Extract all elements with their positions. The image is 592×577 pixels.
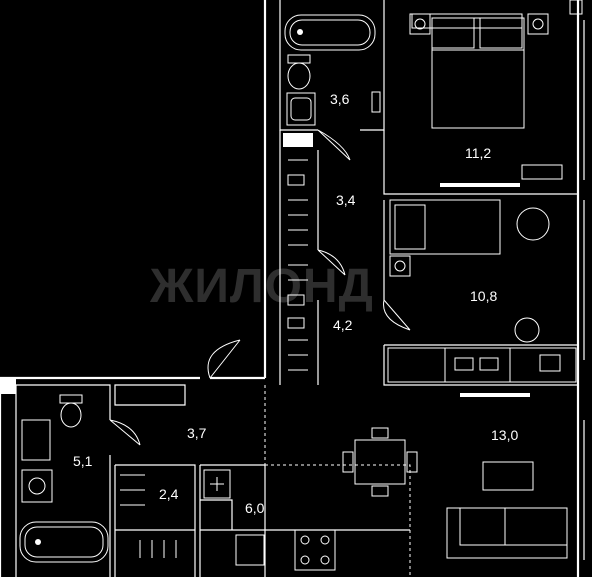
desk-icon: [387, 347, 577, 383]
room-label-kitchen: 6,0: [245, 500, 265, 516]
column-left: [0, 378, 16, 394]
door-entrance: [207, 339, 241, 379]
storage-hangers: [120, 474, 177, 558]
doors: [109, 129, 411, 446]
bathtub-left: [19, 521, 109, 563]
sink-icon: [286, 92, 316, 126]
room-label-bedroom: 11,2: [465, 145, 491, 161]
room-label-room2: 10,8: [470, 288, 497, 304]
room-label-storage: 2,4: [159, 486, 179, 502]
room-label-wardrobe-top: 3,4: [336, 192, 356, 208]
watermark-text: ЖИЛОНД: [149, 260, 374, 313]
toilet-left: [59, 394, 83, 428]
door-bathroom: [317, 129, 351, 161]
room-label-bathroom-left: 5,1: [73, 453, 93, 469]
coffee-table: [482, 461, 534, 491]
room-label-bathroom-top: 3,6: [330, 91, 350, 107]
door-wardrobe: [317, 249, 346, 276]
bed-icon-room2: [389, 199, 501, 277]
sink-kitchen: [235, 534, 265, 566]
fridge-icon: [203, 469, 231, 499]
door-bathroom-left: [109, 419, 141, 446]
chair-icon: [514, 207, 550, 343]
interior-walls: [15, 0, 578, 577]
tv-icon: [440, 183, 520, 187]
sofa-icon: [446, 507, 568, 559]
dresser: [521, 164, 563, 180]
room-label-hall: 3,7: [187, 425, 207, 441]
radiator: [371, 91, 381, 113]
room-label-living: 13,0: [491, 427, 518, 443]
table-icon: [342, 427, 418, 497]
sink-left: [21, 419, 51, 461]
washing-machine-icon: [21, 469, 53, 503]
door-room2: [383, 299, 411, 331]
toilet-icon: [287, 54, 311, 90]
bathtub-icon: [284, 14, 376, 51]
room-label-wardrobe-mid: 4,2: [333, 317, 353, 333]
hanger-icon: [287, 159, 308, 371]
bed-icon: [409, 13, 549, 129]
stove-icon: [294, 529, 336, 571]
